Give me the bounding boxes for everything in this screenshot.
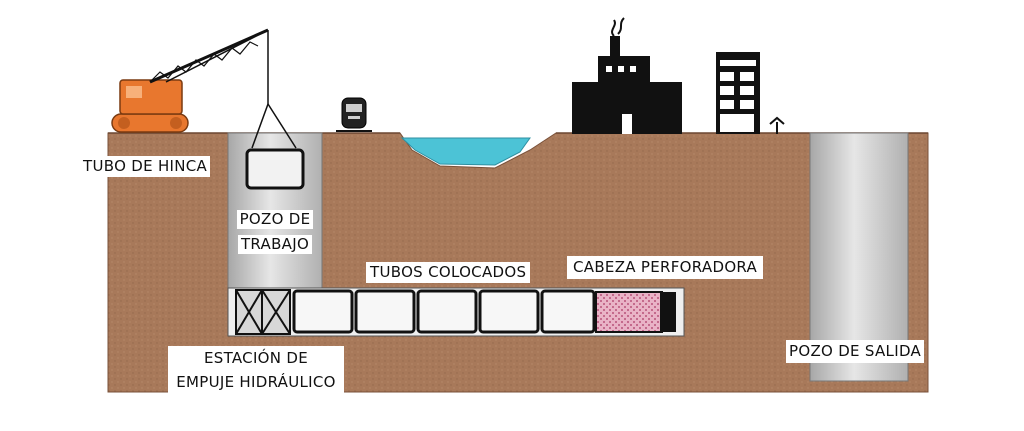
label-tubo-de-hinca-text: TUBO DE HINCA <box>83 157 208 175</box>
exit-shaft <box>809 132 909 382</box>
label-estacion-de-empuje-hidraulico: ESTACIÓN DE EMPUJE HIDRÁULICO <box>168 346 344 395</box>
placed-pipes <box>292 289 596 334</box>
tree-icon <box>769 116 785 134</box>
label-tubos-colocados: TUBOS COLOCADOS <box>366 262 531 283</box>
train-icon <box>336 97 372 132</box>
pipe-segment <box>292 289 354 334</box>
label-pozo-de-salida-text: POZO DE SALIDA <box>789 342 922 360</box>
pipe-segment <box>416 289 478 334</box>
label-tubo-de-hinca: TUBO DE HINCA <box>80 156 211 177</box>
pipe-segment <box>478 289 540 334</box>
hydraulic-jacking-station <box>235 289 291 335</box>
crane-icon <box>111 28 297 149</box>
label-tubos-colocados-text: TUBOS COLOCADOS <box>370 263 527 281</box>
label-estacion-line1: ESTACIÓN DE <box>203 349 308 367</box>
label-pozo-de-trabajo-line2: TRABAJO <box>237 235 313 254</box>
pipe-segment <box>354 289 416 334</box>
label-cabeza-perforadora-text: CABEZA PERFORADORA <box>573 258 758 276</box>
river-water <box>400 137 531 166</box>
pipe-being-lowered <box>245 148 305 190</box>
label-estacion-line2: EMPUJE HIDRÁULICO <box>176 373 336 391</box>
apartment-building-icon <box>716 52 760 134</box>
label-pozo-de-salida: POZO DE SALIDA <box>786 340 925 363</box>
label-cabeza-perforadora: CABEZA PERFORADORA <box>567 256 764 279</box>
cutter-head <box>595 291 676 333</box>
label-pozo-de-trabajo: POZO DE TRABAJO <box>234 209 316 255</box>
factory-icon <box>572 17 682 134</box>
pipe-segment <box>540 289 596 334</box>
label-pozo-de-trabajo-line1: POZO DE <box>236 210 314 229</box>
